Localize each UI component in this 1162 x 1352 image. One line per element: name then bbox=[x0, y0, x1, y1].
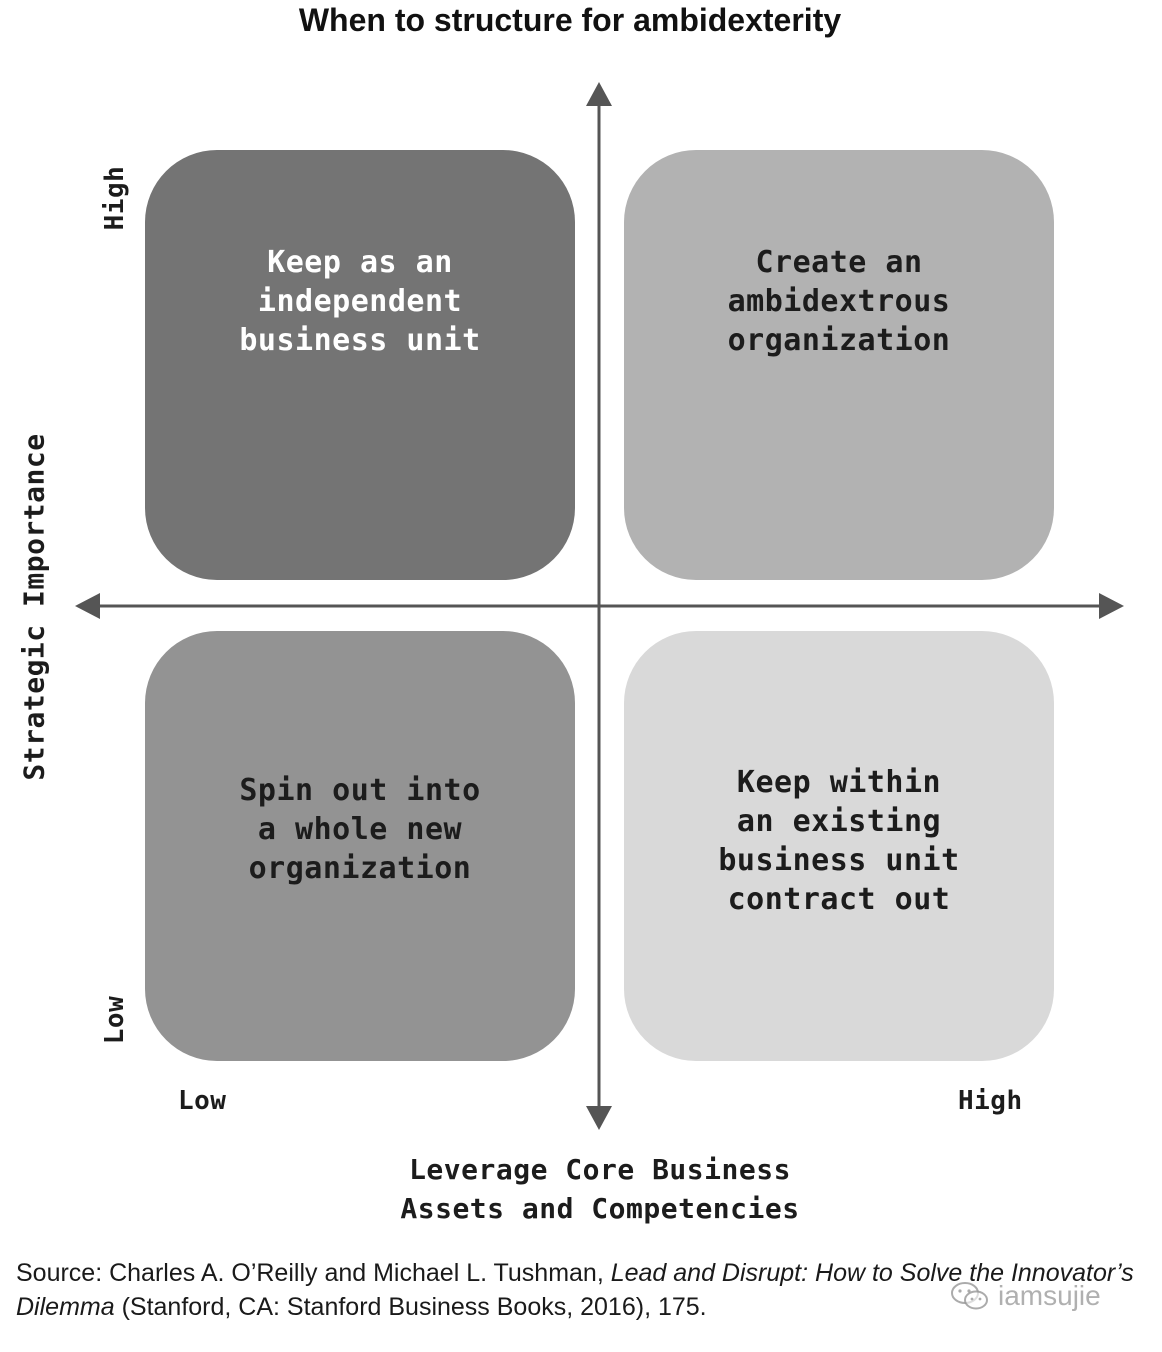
y-axis-title: Strategic Importance bbox=[17, 433, 51, 781]
x-axis-title: Leverage Core Business Assets and Compet… bbox=[400, 1153, 800, 1225]
horizontal-axis bbox=[75, 593, 1124, 619]
source-prefix: Source: Charles A. O’Reilly and Michael … bbox=[16, 1259, 611, 1287]
arrow-down-icon bbox=[586, 1106, 612, 1130]
quadrant-top-right: Create an ambidextrous organization bbox=[624, 150, 1054, 580]
x-axis-high-label: High bbox=[958, 1086, 1023, 1116]
source-citation: Source: Charles A. O’Reilly and Michael … bbox=[16, 1256, 1146, 1324]
vertical-axis bbox=[586, 82, 612, 1130]
quadrant-bottom-right: Keep within an existing business unit co… bbox=[624, 631, 1054, 1061]
arrow-left-icon bbox=[75, 593, 100, 619]
diagram-title: When to structure for ambidexterity bbox=[298, 2, 842, 38]
quadrant-bottom-left: Spin out into a whole new organization bbox=[145, 631, 575, 1061]
x-axis-low-label: Low bbox=[178, 1086, 227, 1116]
quadrant-label: Create an ambidextrous organization bbox=[727, 244, 951, 358]
quadrant-label: Keep as an independent business unit bbox=[239, 244, 481, 358]
wechat-icon bbox=[951, 1282, 988, 1310]
source-book-title: Lead and Disrupt: How to Solve the Innov… bbox=[16, 1259, 1134, 1321]
arrow-right-icon bbox=[1099, 593, 1124, 619]
quadrant-label: Keep within an existing business unit co… bbox=[718, 765, 960, 917]
arrow-up-icon bbox=[586, 82, 612, 106]
y-axis-high-label: High bbox=[100, 165, 130, 231]
watermark: iamsujie bbox=[950, 1280, 1101, 1312]
quadrant-label: Spin out into a whole new organization bbox=[239, 772, 481, 886]
quadrant-top-left: Keep as an independent business unit bbox=[145, 150, 575, 580]
watermark-text: iamsujie bbox=[998, 1280, 1101, 1311]
y-axis-low-label: Low bbox=[100, 995, 130, 1045]
source-suffix: (Stanford, CA: Stanford Business Books, … bbox=[114, 1293, 707, 1321]
